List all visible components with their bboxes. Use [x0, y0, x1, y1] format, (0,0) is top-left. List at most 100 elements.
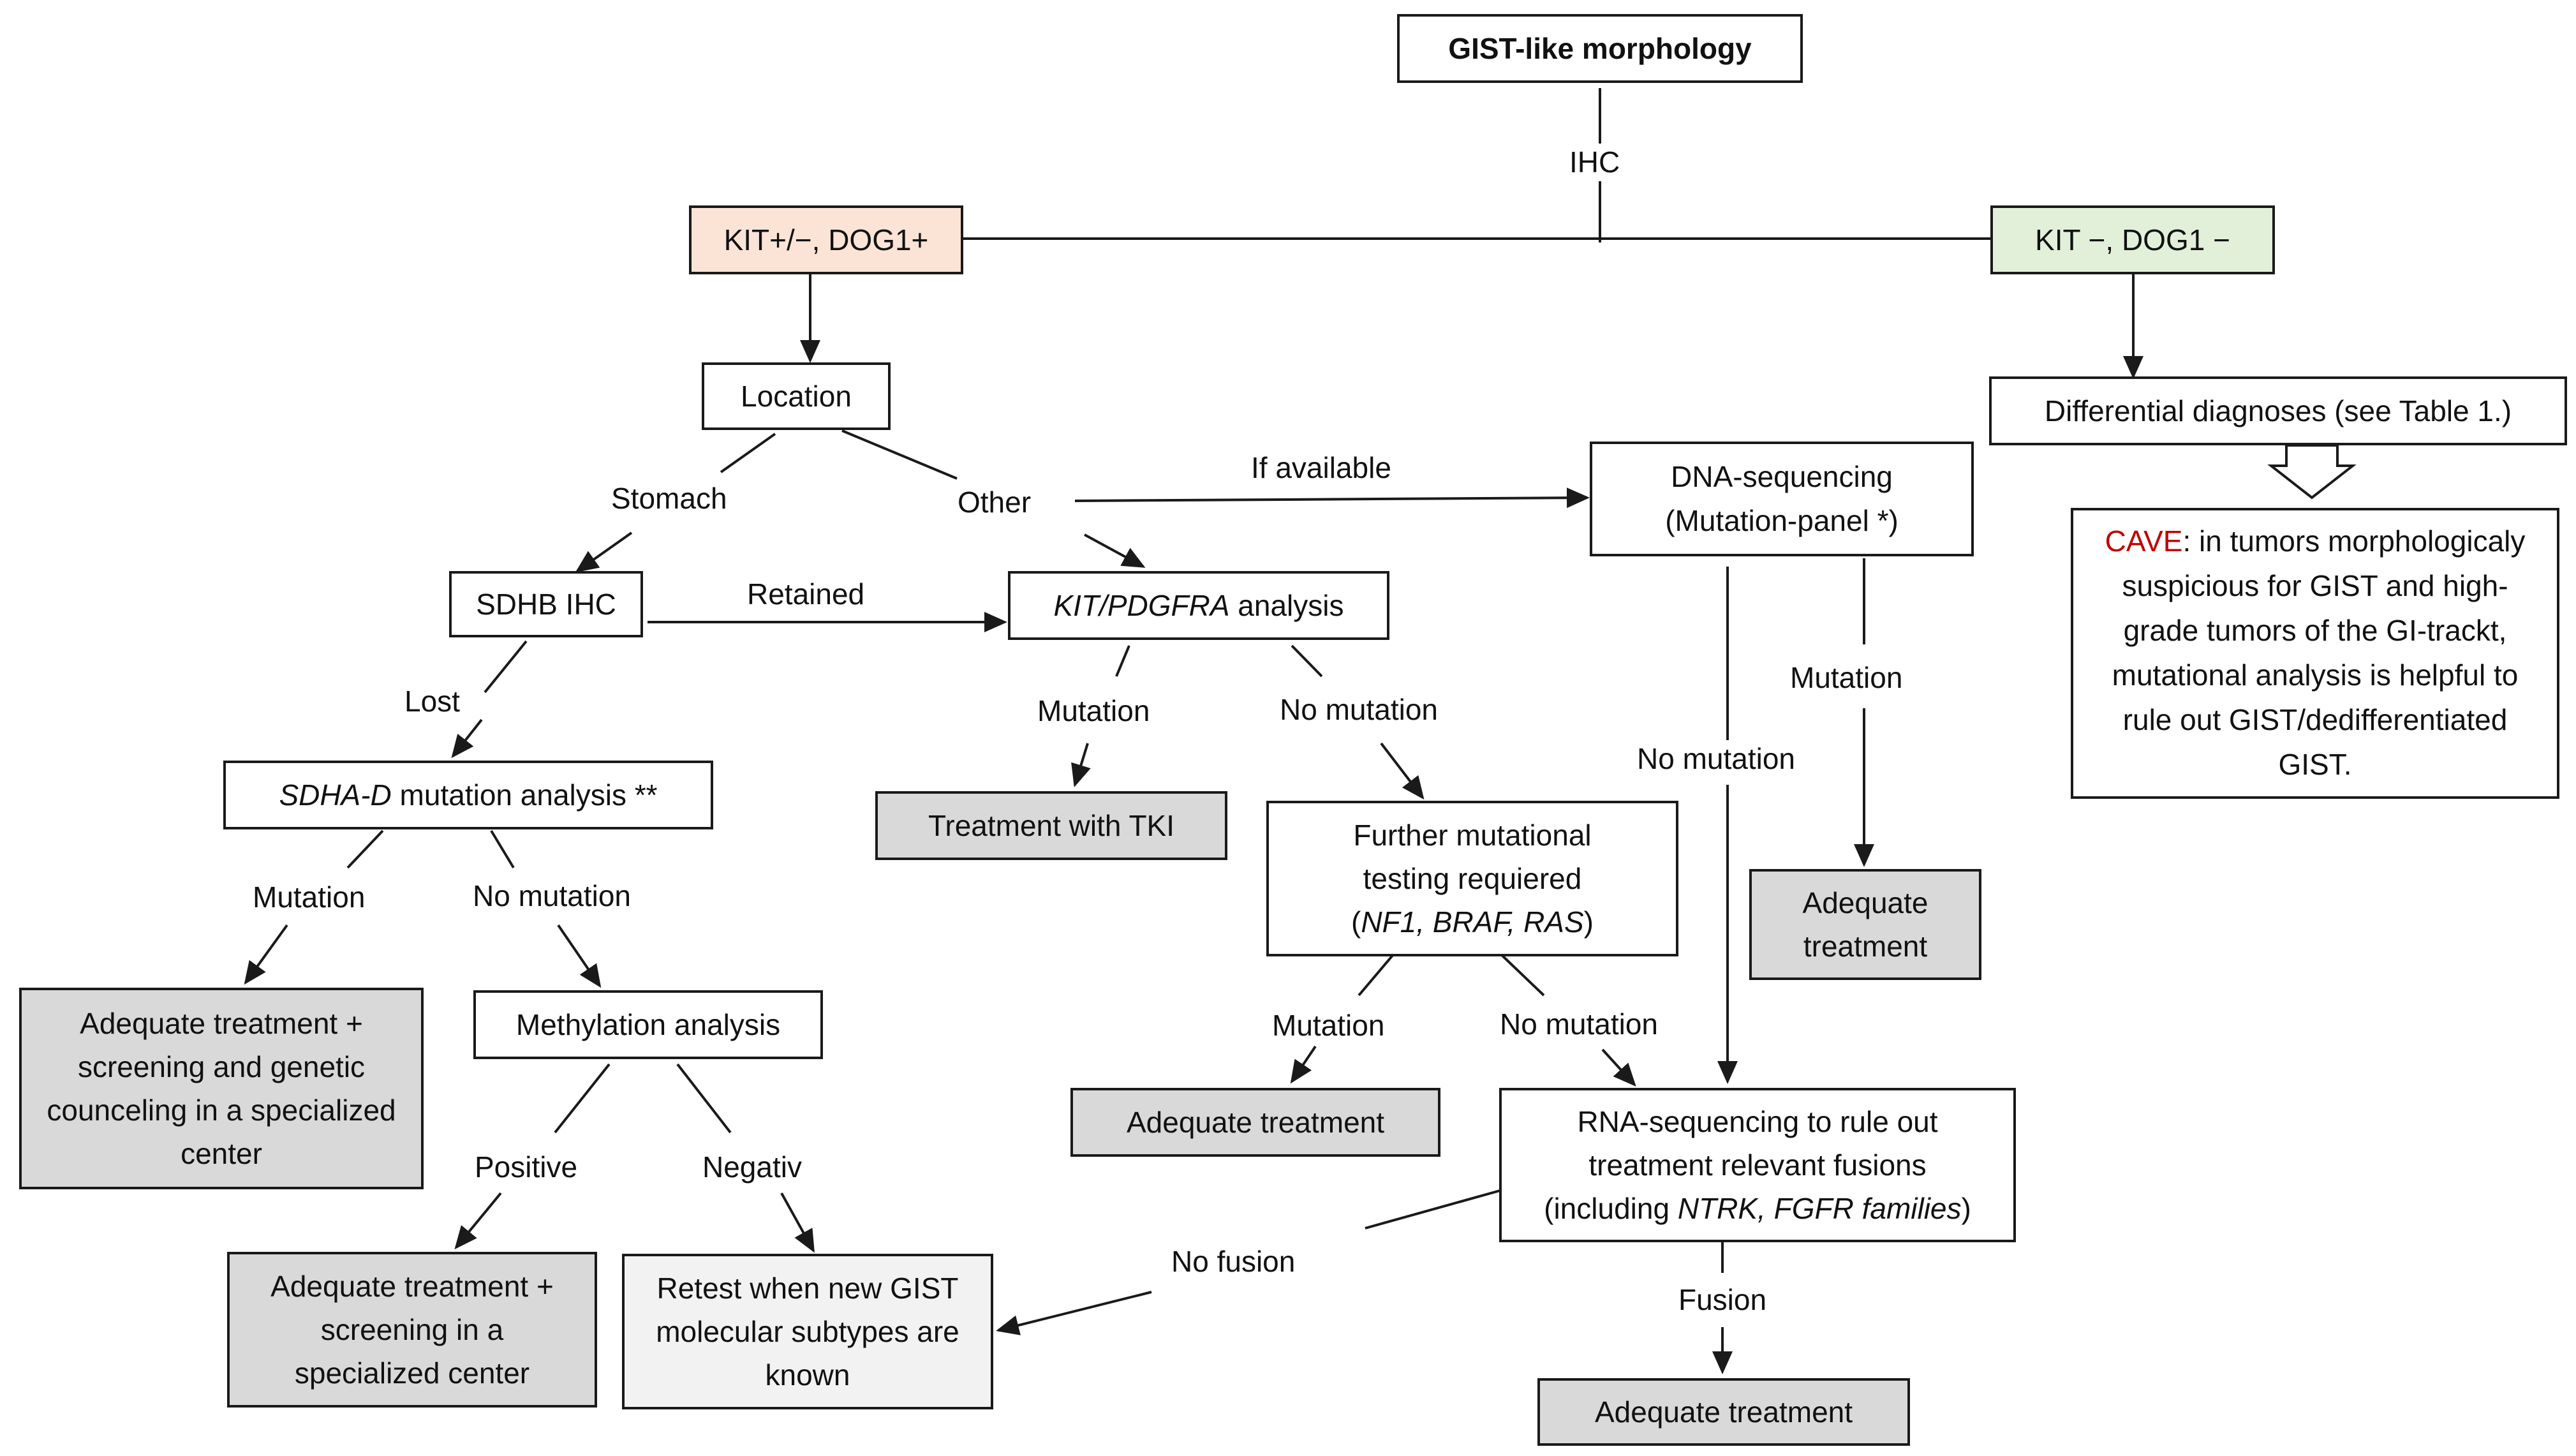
edge-kit-nomutation [1291, 644, 1323, 678]
edge-mutation-adequate-mid [1290, 1045, 1317, 1084]
node-retest: Retest when new GIST molecular subtypes … [622, 1254, 993, 1409]
node-sdhb-ihc: SDHB IHC [449, 571, 643, 637]
node-dna-text: DNA-sequencing (Mutation-panel *) [1665, 455, 1899, 543]
node-adequate-screening: Adequate treatment + screening in a spec… [227, 1252, 597, 1408]
edge-label-further-no-mutation: No mutation [1496, 1006, 1662, 1044]
edge-other-dna [1074, 487, 1590, 509]
node-rna-sequencing: RNA-sequencing to rule out treatment rel… [1499, 1088, 2016, 1242]
node-differential-diagnoses: Differential diagnoses (see Table 1.) [1989, 376, 2567, 445]
hollow-arrow-icon [2267, 444, 2357, 500]
node-tki-text: Treatment with TKI [928, 808, 1174, 842]
node-dna-sequencing: DNA-sequencing (Mutation-panel *) [1590, 442, 1974, 556]
node-kit-pdgfra-text: KIT/PDGFRA analysis [1054, 584, 1344, 628]
further-close: ) [1583, 905, 1594, 939]
node-methylation-analysis: Methylation analysis [473, 990, 823, 1059]
edge-methylation-positive [554, 1063, 611, 1134]
edge-mutation-genetic [244, 924, 288, 985]
node-dna-line-2: (Mutation-panel *) [1665, 504, 1899, 537]
node-adequate-dna: Adequate treatment [1749, 869, 1981, 980]
edge-mutation-tki [1071, 743, 1091, 787]
node-adequate-treatment-mid: Adequate treatment [1070, 1088, 1440, 1157]
edge-label-sdha-mutation: Mutation [249, 879, 369, 917]
further-open: ( [1351, 905, 1361, 939]
rna-line-2: treatment relevant fusions [1588, 1148, 1927, 1182]
edge-label-positive: Positive [471, 1148, 582, 1187]
sdha-gene: SDHA-D [279, 778, 392, 812]
edge-label-retained: Retained [743, 576, 869, 614]
edge-positive-screening [454, 1192, 502, 1250]
node-adequate-screening-genetic: Adequate treatment + screening and genet… [19, 988, 424, 1189]
edge-negativ-retest [780, 1192, 815, 1253]
edge-label-if-available: If available [1247, 449, 1395, 487]
node-gist-morphology: GIST-like morphology [1397, 14, 1803, 83]
edge-kit-mutation [1115, 645, 1130, 677]
node-kit-negative-text: KIT −, DOG1 − [2035, 223, 2230, 256]
edge-label-other: Other [954, 484, 1035, 522]
cave-body: : in tumors morphologicaly suspicious fo… [2112, 524, 2526, 781]
node-further-text: Further mutational testing requiered (NF… [1351, 813, 1594, 944]
rna-line-3b: NTRK, FGFR families [1677, 1192, 1962, 1226]
edge-label-no-fusion: No fusion [1167, 1243, 1299, 1281]
edge-label-ihc: IHC [1566, 144, 1624, 182]
rna-line-3a: (including [1544, 1192, 1678, 1226]
edge-nomutation-further [1380, 742, 1425, 800]
node-differential-text: Differential diagnoses (see Table 1.) [2044, 394, 2512, 427]
node-retest-text: Retest when new GIST molecular subtypes … [656, 1271, 959, 1392]
edge-nomutation-rna-2 [1601, 1048, 1636, 1087]
edge-label-fusion: Fusion [1675, 1281, 1771, 1319]
node-sdha-mutation-analysis: SDHA-D mutation analysis ** [223, 761, 713, 829]
node-dna-line-1: DNA-sequencing [1671, 460, 1893, 493]
node-sdhb-text: SDHB IHC [476, 587, 616, 621]
edge-location-stomach [720, 433, 776, 473]
node-kit-pdgfra-analysis: KIT/PDGFRA analysis [1008, 571, 1389, 640]
edge-label-negativ: Negativ [699, 1148, 806, 1187]
edge-sdha-nomutation [490, 829, 515, 869]
edge-label-dna-no-mutation: No mutation [1633, 740, 1800, 778]
node-adequate-dna-text: Adequate treatment [1802, 886, 1928, 963]
edge-label-stomach: Stomach [607, 480, 731, 518]
node-treatment-tki: Treatment with TKI [875, 791, 1227, 860]
node-methylation-text: Methylation analysis [515, 1007, 781, 1041]
edge-further-nomutation [1499, 953, 1545, 997]
edge-label-lost: Lost [401, 683, 464, 721]
node-location-text: Location [741, 379, 852, 413]
node-adequate-fusion-text: Adequate treatment [1594, 1395, 1853, 1429]
node-location: Location [702, 362, 891, 430]
node-kit-positive: KIT+/−, DOG1+ [689, 205, 963, 274]
kit-pdgfra-gene: KIT/PDGFRA [1053, 588, 1230, 622]
rna-line-1: RNA-sequencing to rule out [1577, 1104, 1938, 1138]
node-adequate-mid-text: Adequate treatment [1126, 1105, 1385, 1139]
edge-stomach-sdhb [575, 531, 633, 573]
edge-rna-nofusion [1365, 1189, 1503, 1229]
edge-lost-sdha [451, 718, 483, 759]
edge-sdhb-lost [484, 640, 528, 694]
further-line-2: testing requiered [1363, 861, 1582, 895]
edge-nomutation-methylation [557, 924, 602, 988]
edge-label-dna-mutation: Mutation [1786, 659, 1907, 697]
node-further-testing: Further mutational testing requiered (NF… [1266, 801, 1678, 956]
edge-label-kit-no-mutation: No mutation [1276, 691, 1442, 729]
edge-label-sdha-no-mutation: No mutation [469, 877, 635, 916]
edge-sdha-mutation [346, 829, 384, 869]
node-kit-positive-text: KIT+/−, DOG1+ [723, 223, 929, 256]
sdha-rest: mutation analysis ** [391, 778, 658, 812]
edge-nofusion-retest [996, 1291, 1152, 1335]
node-sdha-text: SDHA-D mutation analysis ** [279, 773, 657, 817]
edge-label-further-mutation: Mutation [1268, 1007, 1389, 1045]
node-gist-morphology-text: GIST-like morphology [1448, 31, 1752, 65]
node-cave-note: CAVE: in tumors morphologicaly suspiciou… [2071, 508, 2559, 799]
cave-label: CAVE [2105, 524, 2183, 558]
node-genetic-text: Adequate treatment + screening and genet… [47, 1006, 396, 1171]
rna-line-3c: ) [1961, 1192, 1971, 1226]
node-kit-negative: KIT −, DOG1 − [1990, 205, 2275, 274]
edge-further-mutation [1358, 953, 1395, 997]
edge-label-kit-mutation: Mutation [1033, 692, 1154, 731]
node-rna-text: RNA-sequencing to rule out treatment rel… [1544, 1100, 1971, 1230]
further-genes: NF1, BRAF, RAS [1361, 905, 1584, 939]
node-adequate-fusion: Adequate treatment [1537, 1378, 1910, 1446]
node-cave-text: CAVE: in tumors morphologicaly suspiciou… [2087, 519, 2543, 787]
edge-methylation-negativ [676, 1063, 732, 1134]
edge-location-other [841, 429, 958, 480]
